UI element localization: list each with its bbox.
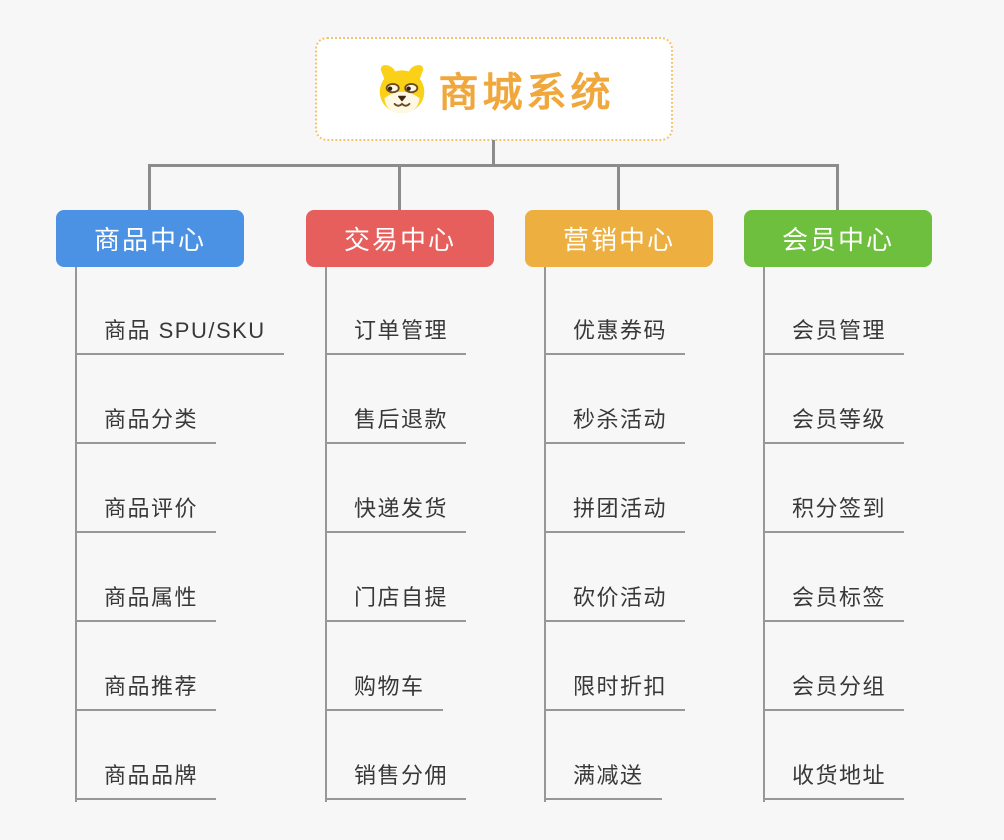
branch-node-marketing-center[interactable]: 营销中心 xyxy=(525,210,713,267)
trunk-line-product xyxy=(75,267,77,802)
leaf-node[interactable]: 收货地址 xyxy=(763,762,905,800)
leaf-node[interactable]: 拼团活动 xyxy=(544,495,686,533)
leaf-node[interactable]: 满减送 xyxy=(544,762,662,800)
leaf-node[interactable]: 商品推荐 xyxy=(75,673,217,711)
connector-drop-trade xyxy=(398,164,401,211)
leaf-node[interactable]: 商品评价 xyxy=(75,495,217,533)
leaf-node[interactable]: 秒杀活动 xyxy=(544,406,686,444)
leaf-node[interactable]: 商品分类 xyxy=(75,406,217,444)
leaf-node[interactable]: 优惠券码 xyxy=(544,317,686,355)
connector-drop-marketing xyxy=(617,164,620,211)
branch-node-member-center[interactable]: 会员中心 xyxy=(744,210,932,267)
leaf-node[interactable]: 限时折扣 xyxy=(544,673,686,711)
leaf-node[interactable]: 会员等级 xyxy=(763,406,905,444)
connector-root-stub xyxy=(492,140,495,165)
branch-node-product-center[interactable]: 商品中心 xyxy=(56,210,244,267)
leaf-node[interactable]: 会员分组 xyxy=(763,673,905,711)
root-title: 商城系统 xyxy=(438,71,615,115)
leaf-node[interactable]: 购物车 xyxy=(325,673,443,711)
leaf-node[interactable]: 会员标签 xyxy=(763,584,905,622)
leaf-node[interactable]: 快递发货 xyxy=(325,495,467,533)
branch-node-trade-center[interactable]: 交易中心 xyxy=(306,210,494,267)
leaf-node[interactable]: 积分签到 xyxy=(763,495,905,533)
leaf-node[interactable]: 砍价活动 xyxy=(544,584,686,622)
leaf-node[interactable]: 会员管理 xyxy=(763,317,905,355)
leaf-node[interactable]: 商品品牌 xyxy=(75,762,217,800)
leaf-node[interactable]: 门店自提 xyxy=(325,584,467,622)
leaf-node[interactable]: 销售分佣 xyxy=(325,762,467,800)
leaf-node[interactable]: 商品 SPU/SKU xyxy=(75,317,284,355)
leaf-node[interactable]: 售后退款 xyxy=(325,406,467,444)
connector-horizontal-bar xyxy=(148,164,839,167)
root-node-mall-system[interactable]: 商城系统 xyxy=(315,37,673,141)
trunk-line-trade xyxy=(325,267,327,802)
trunk-line-member xyxy=(763,267,765,802)
doge-icon xyxy=(379,64,424,114)
leaf-node[interactable]: 商品属性 xyxy=(75,584,217,622)
connector-drop-member xyxy=(836,164,839,211)
leaf-node[interactable]: 订单管理 xyxy=(325,317,467,355)
trunk-line-marketing xyxy=(544,267,546,802)
connector-drop-product xyxy=(148,164,151,211)
